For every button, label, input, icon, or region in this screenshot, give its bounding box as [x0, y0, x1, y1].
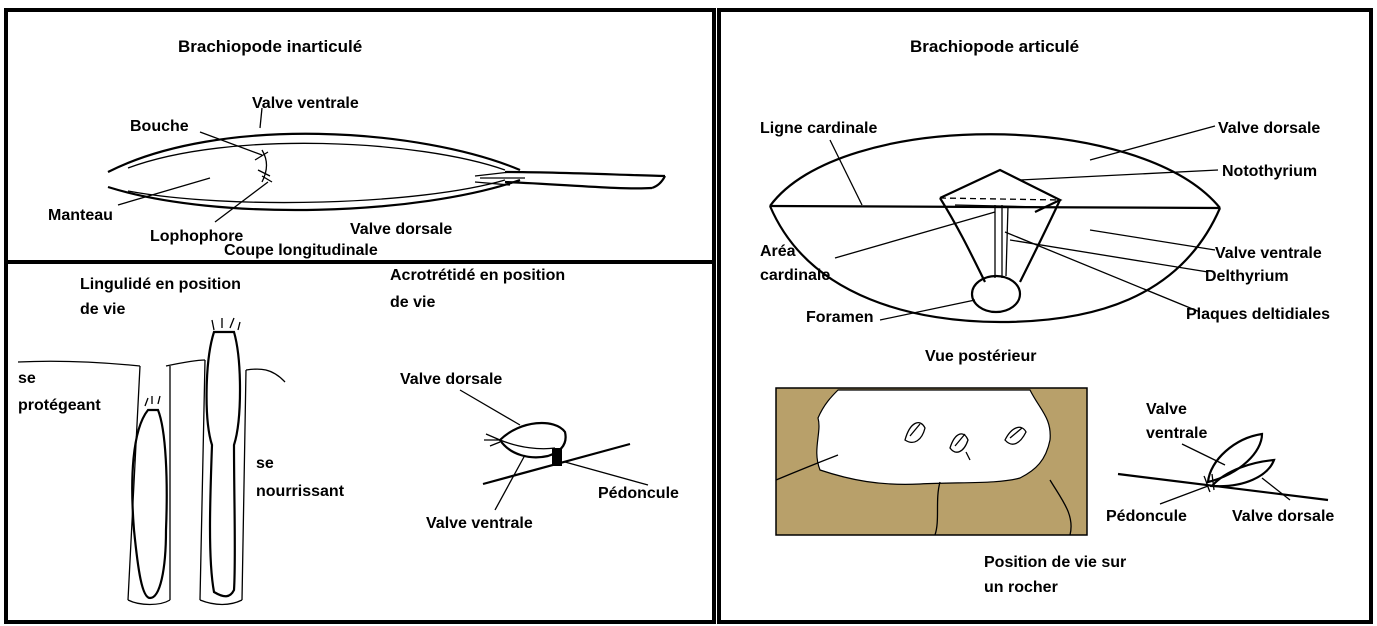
label-acro-pedoncule: Pédoncule — [598, 485, 679, 502]
label-acro-valve-ventrale: Valve ventrale — [426, 515, 533, 532]
inarticulate-section: Brachiopode inarticulé Valve ventrale Bo… — [48, 37, 665, 259]
label-se-protect-2: protégeant — [18, 397, 101, 414]
label-acro-valve-dorsale: Valve dorsale — [400, 371, 502, 388]
label-plaques: Plaques deltidiales — [1186, 306, 1330, 323]
label-rock-pedoncule: Pédoncule — [1106, 508, 1187, 525]
articulate-section: Brachiopode articulé Ligne cardinale Val… — [760, 37, 1330, 365]
label-se-nourrir-2: nourrissant — [256, 483, 345, 500]
inarticulate-title: Brachiopode inarticulé — [178, 37, 362, 56]
rock-habitat-section: Valve ventrale Pédoncule Valve dorsale P… — [776, 388, 1334, 596]
rock-caption-line1: Position de vie sur — [984, 554, 1126, 571]
label-valve-dorsale-top: Valve dorsale — [350, 221, 452, 238]
lingulide-section: Lingulidé en position de vie se protégea… — [18, 276, 345, 605]
acrotretide-title-line1: Acrotrétidé en position — [390, 267, 565, 284]
label-area-2: cardinale — [760, 267, 830, 284]
label-rock-valve-1: Valve — [1146, 401, 1187, 418]
label-art-valve-ventrale: Valve ventrale — [1215, 245, 1322, 262]
label-coupe-longitudinale: Coupe longitudinale — [224, 242, 378, 259]
label-area-1: Aréa — [760, 243, 796, 260]
label-valve-ventrale-top: Valve ventrale — [252, 95, 359, 112]
label-bouche: Bouche — [130, 118, 189, 135]
label-foramen: Foramen — [806, 309, 874, 326]
lingulide-title-line1: Lingulidé en position — [80, 276, 241, 293]
label-rock-valve-2: ventrale — [1146, 425, 1207, 442]
label-manteau: Manteau — [48, 207, 113, 224]
rock-caption-line2: un rocher — [984, 579, 1058, 596]
acrotretide-section: Acrotrétidé en position de vie Valve dor… — [390, 267, 679, 532]
label-rock-valve-dorsale: Valve dorsale — [1232, 508, 1334, 525]
label-ligne-cardinale: Ligne cardinale — [760, 120, 877, 137]
label-art-valve-dorsale: Valve dorsale — [1218, 120, 1320, 137]
lingulide-title-line2: de vie — [80, 301, 125, 318]
view-caption: Vue postérieur — [925, 348, 1036, 365]
articulate-title: Brachiopode articulé — [910, 37, 1079, 56]
acrotretide-title-line2: de vie — [390, 294, 435, 311]
label-se-nourrir-1: se — [256, 455, 274, 472]
label-se-protect-1: se — [18, 370, 36, 387]
label-notothyrium: Notothyrium — [1222, 163, 1317, 180]
label-delthyrium: Delthyrium — [1205, 268, 1289, 285]
